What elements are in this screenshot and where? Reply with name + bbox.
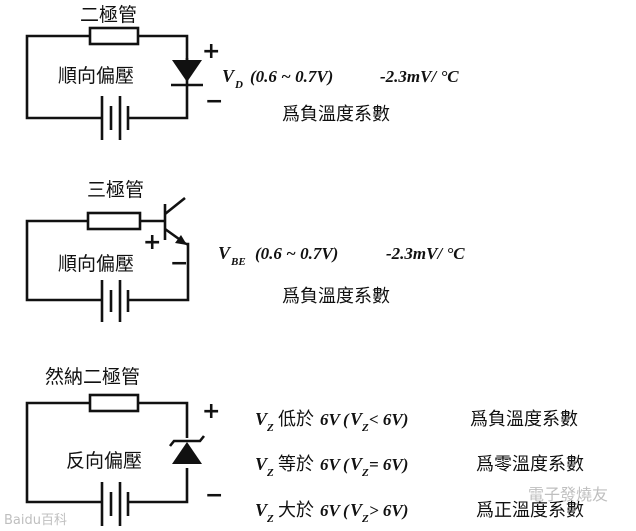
zener-row-paren: ( <box>343 501 350 520</box>
watermark-right: 電子發燒友 <box>528 485 608 504</box>
zener-minus: − <box>205 483 223 508</box>
zener-resistor <box>88 393 140 413</box>
diode-v-range: (0.6 ~ 0.7V) <box>250 67 333 86</box>
transistor-wire-left <box>25 219 102 302</box>
zener-row-paren-v: V <box>350 409 364 429</box>
diode-v-symbol: V <box>222 66 236 86</box>
diode-note: 爲負溫度系數 <box>282 104 390 125</box>
zener-row-value: 6V <box>320 455 342 474</box>
zener-section: 然納二極管 + − 反向偏壓 V Z 低於 6V ( V Z < 6V) 爲負溫… <box>25 366 584 526</box>
zener-row-paren-sub: Z <box>361 513 369 525</box>
zener-row-operator: > 6V) <box>369 501 408 520</box>
zener-row-v-sub: Z <box>266 513 274 525</box>
transistor-collector <box>164 196 186 216</box>
zener-row: V Z 低於 6V ( V Z < 6V) 爲負溫度系數 <box>255 409 578 434</box>
zener-row-v: V <box>255 500 269 520</box>
transistor-wire-right <box>128 242 190 302</box>
zener-row: V Z 等於 6V ( V Z = 6V) 爲零溫度系數 <box>255 454 584 479</box>
transistor-v-range: (0.6 ~ 0.7V) <box>255 244 338 263</box>
zener-row-relation: 低於 <box>278 409 314 430</box>
watermark-left: Baidu百科 <box>4 513 67 528</box>
transistor-coefficient: -2.3mV/ °C <box>386 244 465 263</box>
transistor-resistor <box>86 211 142 231</box>
zener-row: V Z 大於 6V ( V Z > 6V) 爲正溫度系數 <box>255 500 584 525</box>
zener-row-value: 6V <box>320 501 342 520</box>
zener-row-paren-v: V <box>350 454 364 474</box>
zener-row-paren-sub: Z <box>361 467 369 479</box>
zener-row-paren: ( <box>343 455 350 474</box>
diode-title: 二極管 <box>80 4 137 26</box>
zener-row-v: V <box>255 409 269 429</box>
zener-cathode-bar <box>168 435 206 447</box>
zener-row-relation: 大於 <box>278 500 314 521</box>
zener-wire-left <box>25 401 102 504</box>
diode-plus: + <box>202 39 220 64</box>
transistor-emitter-arrow <box>175 235 187 245</box>
transistor-section: 三極管 + − 順向偏壓 V BE (0.6 ~ 0.7V) -2.3mV/ °… <box>25 179 465 322</box>
diode-bias-label: 順向偏壓 <box>58 65 134 87</box>
transistor-bias-label: 順向偏壓 <box>58 253 134 275</box>
diode-resistor <box>88 26 140 46</box>
zener-row-v: V <box>255 454 269 474</box>
diode-wire-left <box>25 34 102 120</box>
zener-row-paren: ( <box>343 410 350 429</box>
zener-row-operator: < 6V) <box>369 410 408 429</box>
zener-row-relation: 等於 <box>278 454 314 475</box>
transistor-title: 三極管 <box>87 179 144 201</box>
diode-section: 二極管 + − 順向偏壓 V D (0.6 ~ 0.7V) -2.3mV/ °C… <box>25 4 459 140</box>
zener-row-paren-v: V <box>350 500 364 520</box>
diode-minus: − <box>205 89 223 114</box>
zener-row-value: 6V <box>320 410 342 429</box>
transistor-v-sub: BE <box>230 256 246 268</box>
diode-v-sub: D <box>234 79 243 91</box>
diode-coefficient: -2.3mV/ °C <box>380 67 459 86</box>
transistor-plus: + <box>143 230 161 255</box>
zener-row-note: 爲零溫度系數 <box>476 454 584 475</box>
diode-wire-right <box>128 34 189 120</box>
zener-bias-label: 反向偏壓 <box>66 450 142 472</box>
zener-row-operator: = 6V) <box>369 455 408 474</box>
zener-title: 然納二極管 <box>45 366 140 388</box>
transistor-minus: − <box>170 251 188 276</box>
zener-plus: + <box>202 399 220 424</box>
zener-row-paren-sub: Z <box>361 422 369 434</box>
diode-symbol <box>172 60 202 82</box>
zener-row-note: 爲負溫度系數 <box>470 409 578 430</box>
zener-row-note: 爲正溫度系數 <box>476 500 584 521</box>
transistor-v-symbol: V <box>218 243 232 263</box>
zener-symbol <box>172 442 202 464</box>
zener-row-v-sub: Z <box>266 422 274 434</box>
zener-row-v-sub: Z <box>266 467 274 479</box>
transistor-note: 爲負溫度系數 <box>282 286 390 307</box>
